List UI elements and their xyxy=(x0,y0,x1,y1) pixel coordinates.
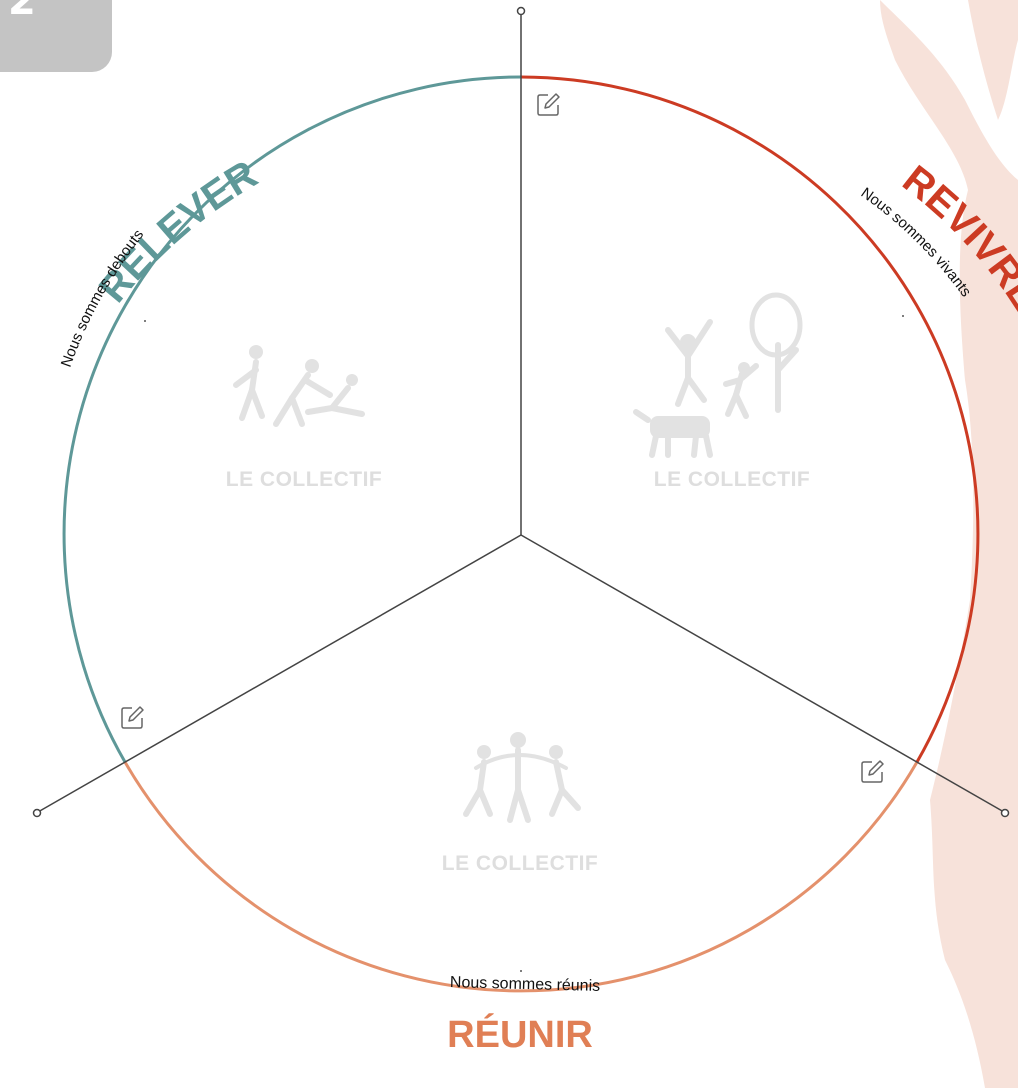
circle-dance-icon xyxy=(463,732,581,823)
handle-right[interactable] xyxy=(1000,808,1010,818)
title-relever: RELEVER xyxy=(91,152,265,310)
pencil-edit-icon xyxy=(537,93,560,116)
dancer-silhouette xyxy=(880,0,1018,1088)
divider-left xyxy=(37,534,522,813)
divider-right xyxy=(520,534,1005,813)
section-number-badge: 2 xyxy=(0,0,112,72)
people-lifting-icon xyxy=(233,345,365,427)
handle-left[interactable] xyxy=(32,808,42,818)
title-reunir: RÉUNIR xyxy=(447,1014,593,1056)
dancing-people-tree-icon xyxy=(633,292,803,458)
edit-button-reunir[interactable] xyxy=(860,758,886,784)
edit-button-relever[interactable] xyxy=(120,704,146,730)
arc-reunir xyxy=(123,761,919,993)
arc-relever xyxy=(62,75,522,763)
collectif-label-reunir: LE COLLECTIF xyxy=(441,852,599,875)
collectif-label-revivre: LE COLLECTIF xyxy=(653,468,811,491)
section-number: 2 xyxy=(8,0,36,24)
arc-revivre xyxy=(520,75,980,763)
pencil-edit-icon xyxy=(121,706,144,729)
dancer-arm xyxy=(968,0,1018,120)
handle-top[interactable] xyxy=(516,6,526,16)
pencil-edit-icon xyxy=(861,760,884,783)
collectif-label-relever: LE COLLECTIF xyxy=(225,468,383,491)
edit-button-revivre[interactable] xyxy=(536,91,562,117)
